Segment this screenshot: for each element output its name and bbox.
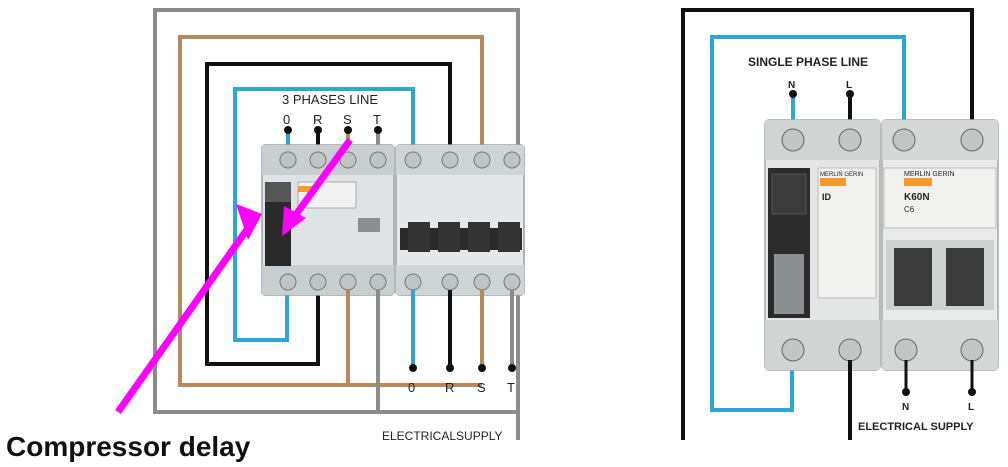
mcb-brand: MERLIN GERIN [904,171,955,178]
terminal-dot [314,126,322,134]
breaker-handle [438,222,460,252]
bottom-terminal-label: L [968,402,974,413]
breaker-handle [468,222,490,252]
mcb-rating: C6 [904,205,915,214]
supply-dot [478,364,486,372]
bottom-terminal-label: N [902,402,909,413]
rcd-bottom-strip [765,320,880,370]
black-wire-loop [205,62,452,366]
top-terminal-label: S [343,112,352,127]
arrow-icon [115,137,353,415]
blue-wire-frame [710,35,906,412]
bottom-terminal-label: S [477,380,486,395]
three-phase-line-label: 3 PHASES LINE [282,92,378,107]
supply-dot [968,388,976,396]
top-terminal-label: 0 [283,112,290,127]
top-terminal-label: R [313,112,322,127]
supply-dot [508,364,516,372]
contactor-test-button [358,218,380,232]
rcd-label-plate [817,167,877,299]
terminal-dot [284,126,292,134]
top-terminal-label: L [846,80,852,91]
rcd-lever-lower [774,254,804,314]
breaker-handle-bar [400,228,522,250]
electrical-supply-label: ELECTRICALSUPPLY [382,429,503,443]
breaker-handle [498,222,520,252]
contactor-orange-tag [298,186,316,192]
terminal-dot [344,126,352,134]
terminal-dot [374,126,382,134]
terminal-dot [789,90,797,98]
bottom-terminal-label: R [445,380,454,395]
compressor-delay-caption: Compressor delay [6,431,251,462]
top-screw-terminals [781,128,984,152]
supply-dot [902,388,910,396]
mcb-label-plate [883,167,997,229]
terminal-dot [846,90,854,98]
bottom-terminal-label: T [507,380,515,395]
blue-wire-loop [233,87,415,342]
top-terminal-label: N [788,80,795,91]
mcb-handle [946,248,984,306]
rcd-model: ID [822,192,832,202]
mcb-model: K60N [904,192,930,203]
mcb-handle [894,248,932,306]
supply-dot [409,364,417,372]
bottom-terminal-label: 0 [408,380,415,395]
contactor-lever-top [265,182,291,202]
rcd-lever-window [771,173,807,215]
rcd-brand: MERLIN GERIN [820,172,863,178]
single-phase-line-label: SINGLE PHASE LINE [748,55,868,69]
top-terminal-label: T [373,112,381,127]
supply-dot [446,364,454,372]
breaker-handle [408,222,430,252]
three-phase-diagram: 3 PHASES LINE 0 R S T 0 R S T ELECTRICAL… [6,8,525,462]
electrical-supply-label: ELECTRICAL SUPPLY [858,421,974,433]
bottom-screw-terminals [279,273,521,291]
mcb-orange-tag [904,178,932,186]
black-wire-frame [681,8,974,440]
rcd-orange-tag [820,178,846,186]
top-screw-terminals [279,151,521,169]
single-phase-diagram: MERLIN GERIN ID MERLIN GERIN K60N C6 [681,8,999,440]
